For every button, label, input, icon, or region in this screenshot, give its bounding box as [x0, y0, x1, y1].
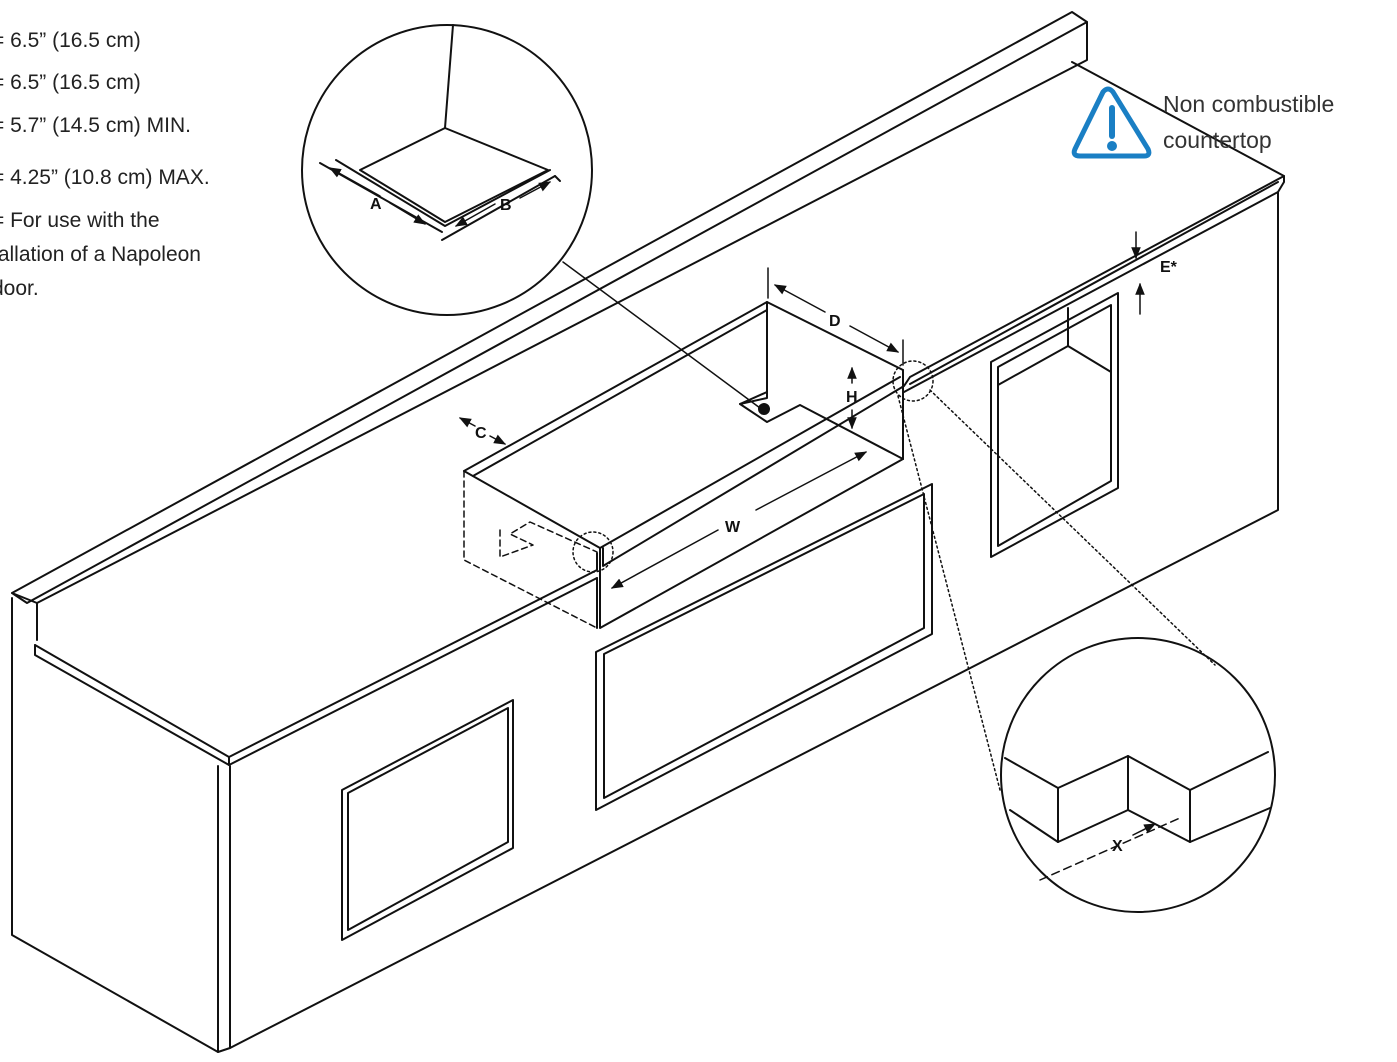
warning-triangle-icon: [1071, 86, 1152, 159]
spec-line-4: = 4.25” (10.8 cm) MAX.: [0, 166, 210, 189]
dim-d-arrow-2: [849, 325, 900, 353]
label-e: E*: [1160, 259, 1178, 276]
spec-line-6: tallation of a Napoleon: [0, 243, 201, 266]
spec-line-3: = 5.7” (14.5 cm) MIN.: [0, 114, 191, 137]
label-d: D: [829, 313, 841, 330]
label-h: H: [846, 389, 858, 406]
dimension-arrows: [328, 167, 1157, 836]
side-opening: [990, 292, 1119, 558]
dim-w-arrow-2: [755, 451, 868, 511]
spec-line-2: = 6.5” (16.5 cm): [0, 71, 141, 94]
dim-a-arrow-1: [328, 167, 381, 197]
spec-line-5: = For use with the: [0, 209, 160, 232]
hidden-lines: [463, 470, 598, 629]
label-b: B: [500, 197, 512, 214]
grill-cutout: [463, 301, 904, 629]
zoom-lines: [572, 360, 1216, 791]
front-opening-small: [341, 699, 514, 941]
label-x: X: [1112, 838, 1123, 855]
dim-a-arrow-2: [389, 202, 427, 225]
label-a: A: [370, 196, 382, 213]
leader-line-ab: [562, 261, 761, 409]
front-opening-large: [595, 483, 933, 811]
dim-c-arrow-2: [489, 434, 507, 445]
detail-circle-x: [1000, 637, 1276, 913]
detail-circle-ab: [301, 24, 593, 316]
dim-w-arrow-1: [610, 529, 719, 589]
warning-note-line-1: Non combustible: [1163, 91, 1335, 117]
dim-x-arrow: [1132, 823, 1157, 836]
warning-note-line-2: countertop: [1163, 127, 1272, 153]
spec-line-7: door.: [0, 277, 39, 300]
countertop: [34, 61, 1285, 766]
spec-line-1: = 6.5” (16.5 cm): [0, 29, 141, 52]
dim-c-arrow-1: [458, 417, 476, 428]
dim-b-arrow-2: [519, 181, 552, 199]
x-dashed-line: [1039, 817, 1181, 881]
reference-dot: [758, 403, 770, 415]
cabinet-body: [11, 191, 1279, 1053]
label-w: W: [725, 519, 741, 536]
dim-b-arrow-1: [454, 203, 496, 227]
label-c: C: [475, 425, 487, 442]
backsplash: [11, 11, 1088, 641]
dim-d-arrow-1: [773, 284, 826, 313]
